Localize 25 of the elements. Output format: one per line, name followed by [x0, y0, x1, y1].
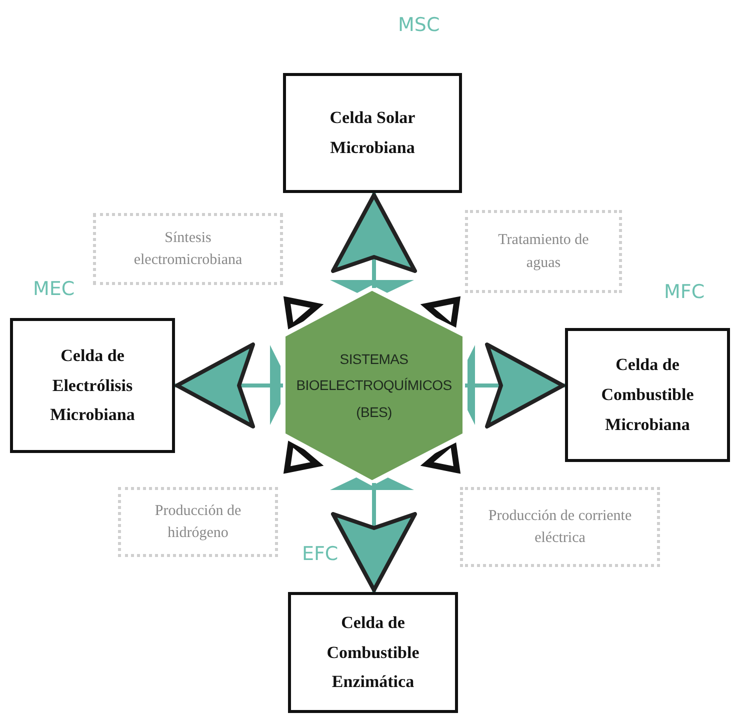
dotted-box [93, 213, 283, 285]
cell-name: Celda de Combustible Microbiana [600, 354, 695, 436]
arrow [175, 342, 283, 428]
application-text: Tratamiento de aguas [497, 231, 590, 272]
application-text: Producción de corriente eléctrica [487, 506, 633, 548]
dotted-box [460, 487, 660, 567]
center-title: SISTEMAS BIOELECTROQUÍMICOS (BES) [295, 350, 453, 422]
acronym-label: EFC [302, 543, 338, 565]
arrow [331, 483, 417, 592]
dotted-box [118, 487, 278, 557]
cell-box [288, 592, 458, 713]
acronym-label: MSC [398, 14, 440, 36]
cell-name: Celda de Combustible Enzimática [326, 612, 420, 694]
cell-name: Celda de Electrólisis Microbiana [49, 344, 136, 426]
cell-name: Celda Solar Microbiana [328, 107, 416, 159]
arrow [331, 193, 417, 288]
cell-box [10, 318, 175, 453]
acronym-label: MEC [33, 278, 75, 300]
acronym-label: MFC [664, 281, 705, 303]
application-text: Síntesis electromicrobiana [132, 228, 244, 270]
dotted-box [465, 210, 622, 293]
arrow [465, 342, 565, 428]
cell-box [565, 328, 730, 462]
cell-box [283, 73, 462, 193]
application-text: Producción de hidrógeno [154, 502, 242, 543]
